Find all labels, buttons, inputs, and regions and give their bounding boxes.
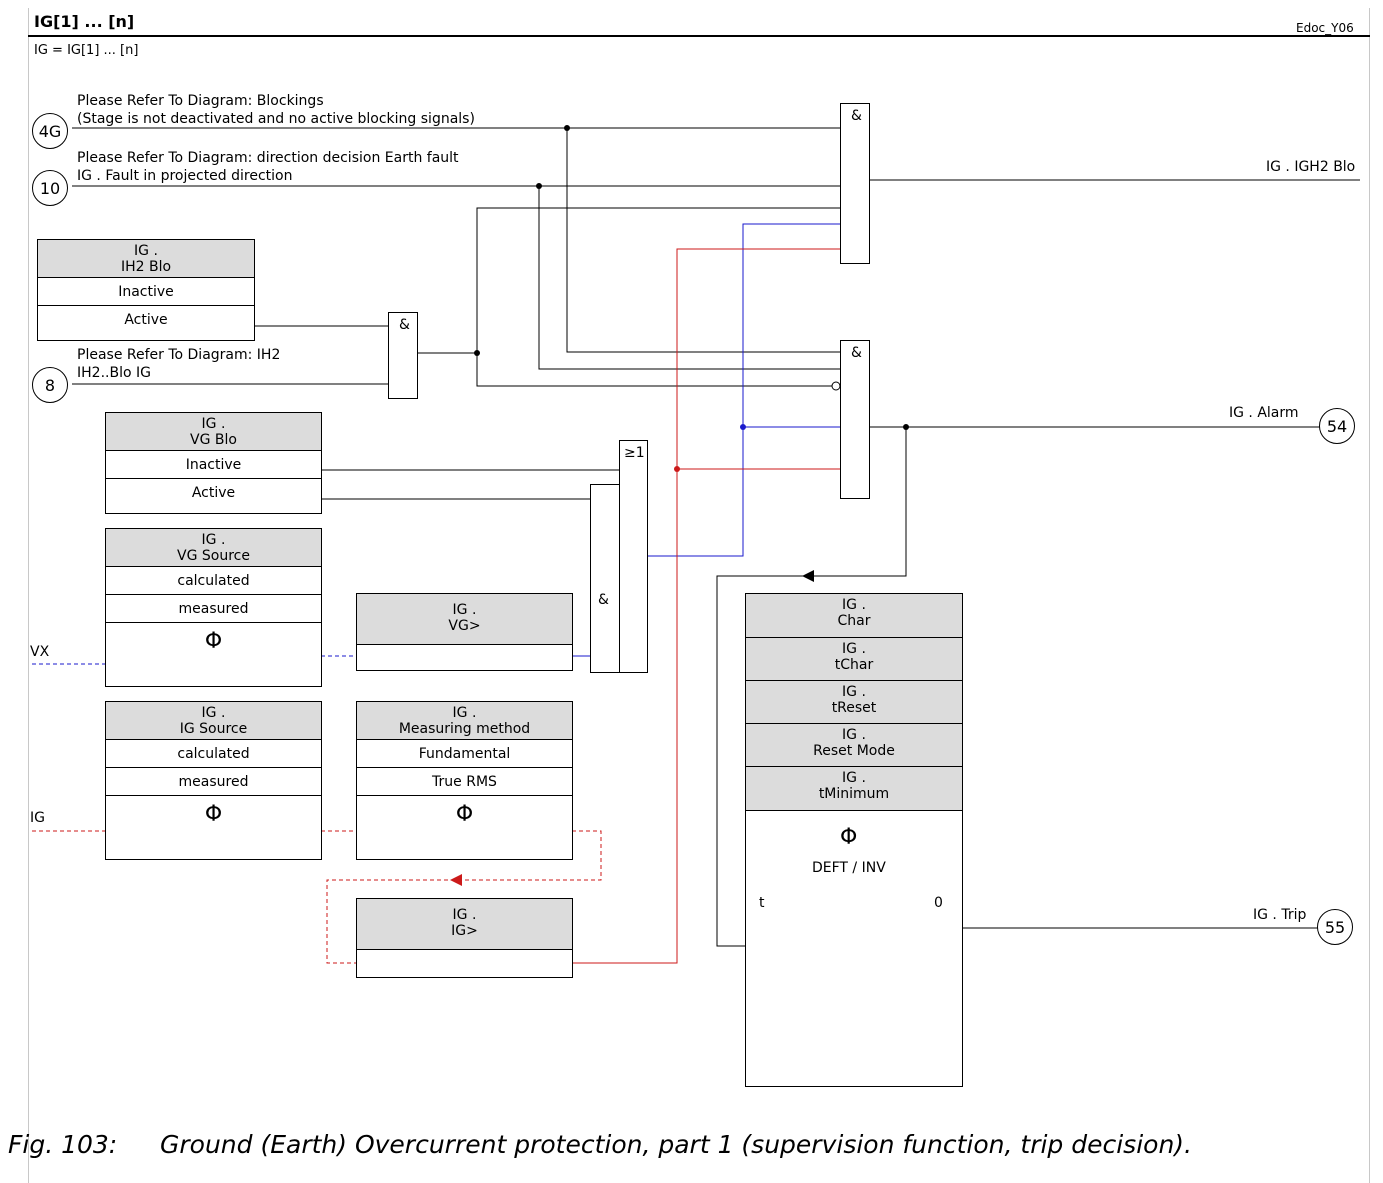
- ref-circle-10: 10: [32, 170, 68, 206]
- setting-ig-threshold[interactable]: IG .IG>: [356, 898, 573, 978]
- output-igh2-blo-label: IG . IGH2 Blo: [1266, 159, 1356, 175]
- ref-10-line1: Please Refer To Diagram: direction decis…: [77, 150, 459, 166]
- junction-dot: [536, 183, 542, 189]
- phi-symbol: Φ: [455, 802, 474, 827]
- setting-ih2-blo[interactable]: IG .IH2 Blo Inactive Active: [37, 239, 255, 341]
- param-char[interactable]: IG .Char: [746, 594, 962, 638]
- param-tchar[interactable]: IG .tChar: [746, 638, 962, 681]
- time-axis-zero-label: 0: [934, 895, 943, 911]
- phi-symbol: Φ: [204, 629, 223, 654]
- option-calculated[interactable]: calculated: [106, 740, 321, 768]
- output-trip-label: IG . Trip: [1253, 907, 1307, 923]
- option-measured[interactable]: measured: [106, 595, 321, 623]
- junction-dot: [474, 350, 480, 356]
- and-gate-ih2: &: [388, 312, 418, 399]
- setting-characteristic-block[interactable]: IG .Char IG .tChar IG .tReset IG .Reset …: [745, 593, 963, 1087]
- and-gate-vg-symbol: &: [598, 592, 609, 608]
- figure-caption: Fig. 103: Ground (Earth) Overcurrent prot…: [8, 1130, 1192, 1159]
- output-circle-55: 55: [1317, 909, 1353, 945]
- input-ig-label: IG: [30, 810, 45, 826]
- setting-ih2-blo-header: IG .IH2 Blo: [38, 240, 254, 278]
- option-calculated[interactable]: calculated: [106, 567, 321, 595]
- option-active[interactable]: Active: [191, 485, 236, 501]
- setting-vg-blo-header: IG .VG Blo: [106, 413, 321, 451]
- option-inactive[interactable]: Inactive: [106, 451, 321, 479]
- setting-vg-blo[interactable]: IG .VG Blo Inactive Active: [105, 412, 322, 514]
- setting-measuring-method[interactable]: IG .Measuring method Fundamental True RM…: [356, 701, 573, 860]
- ref-4g-line1: Please Refer To Diagram: Blockings: [77, 93, 324, 109]
- wire-ih2-lower: [476, 353, 832, 387]
- option-fundamental[interactable]: Fundamental: [357, 740, 572, 768]
- ref-8-line2: IH2..Blo IG: [77, 365, 151, 381]
- setting-ig-source[interactable]: IG .IG Source calculated measured Φ: [105, 701, 322, 860]
- and-gate-upper: &: [840, 103, 870, 264]
- arrow-head: [802, 570, 814, 582]
- param-treset[interactable]: IG .tReset: [746, 681, 962, 724]
- setting-vg-threshold-header: IG .VG>: [357, 594, 572, 645]
- wire-4g-tap: [566, 128, 840, 353]
- phi-symbol: Φ: [204, 802, 223, 827]
- figure-number: Fig. 103:: [8, 1130, 118, 1159]
- junction-dot: [740, 424, 746, 430]
- wire-red-main: [572, 248, 840, 964]
- setting-vg-source[interactable]: IG .VG Source calculated measured Φ: [105, 528, 322, 687]
- input-vx-label: VX: [30, 644, 50, 660]
- option-active[interactable]: Active: [124, 312, 168, 328]
- char-phi-symbol: Φ: [840, 825, 858, 850]
- wire-ig-feedback: [326, 830, 602, 964]
- arrow-head: [450, 874, 462, 886]
- option-inactive[interactable]: Inactive: [38, 278, 254, 306]
- param-tminimum[interactable]: IG .tMinimum: [746, 767, 962, 811]
- ref-10-line2: IG . Fault in projected direction: [77, 168, 293, 184]
- setting-vg-source-header: IG .VG Source: [106, 529, 321, 567]
- option-true-rms[interactable]: True RMS: [357, 768, 572, 796]
- ref-4g-line2: (Stage is not deactivated and no active …: [77, 111, 475, 127]
- page-subtitle: IG = IG[1] ... [n]: [34, 43, 139, 58]
- and-gate-lower: &: [840, 340, 870, 499]
- page-title: IG[1] ... [n]: [34, 12, 135, 31]
- junction-dot: [674, 466, 680, 472]
- setting-ig-source-header: IG .IG Source: [106, 702, 321, 740]
- output-circle-54: 54: [1319, 408, 1355, 444]
- and-gate-vg: &: [590, 484, 620, 673]
- or-gate-vg: ≥1: [619, 440, 648, 673]
- inverter-bubble: [831, 381, 841, 391]
- setting-measuring-method-header: IG .Measuring method: [357, 702, 572, 740]
- time-axis-t-label: t: [759, 895, 765, 911]
- figure-caption-text: Ground (Earth) Overcurrent protection, p…: [160, 1130, 1192, 1159]
- ref-8-line1: Please Refer To Diagram: IH2: [77, 347, 281, 363]
- setting-ig-threshold-header: IG .IG>: [357, 899, 572, 950]
- option-measured[interactable]: measured: [106, 768, 321, 796]
- document-id: Edoc_Y06: [1296, 21, 1354, 35]
- wire-alarm-feedback: [716, 427, 907, 947]
- ref-circle-8: 8: [32, 367, 68, 403]
- page-frame: [28, 8, 1370, 1183]
- char-mode-label: DEFT / INV: [812, 860, 886, 876]
- wire-ih2-upper: [476, 207, 840, 353]
- ref-circle-4g: 4G: [32, 113, 68, 149]
- wire-10-tap: [538, 186, 840, 370]
- wire-blue-upper: [647, 223, 840, 557]
- junction-dot: [564, 125, 570, 131]
- output-alarm-label: IG . Alarm: [1229, 405, 1299, 421]
- param-reset-mode[interactable]: IG .Reset Mode: [746, 724, 962, 767]
- setting-vg-threshold[interactable]: IG .VG>: [356, 593, 573, 671]
